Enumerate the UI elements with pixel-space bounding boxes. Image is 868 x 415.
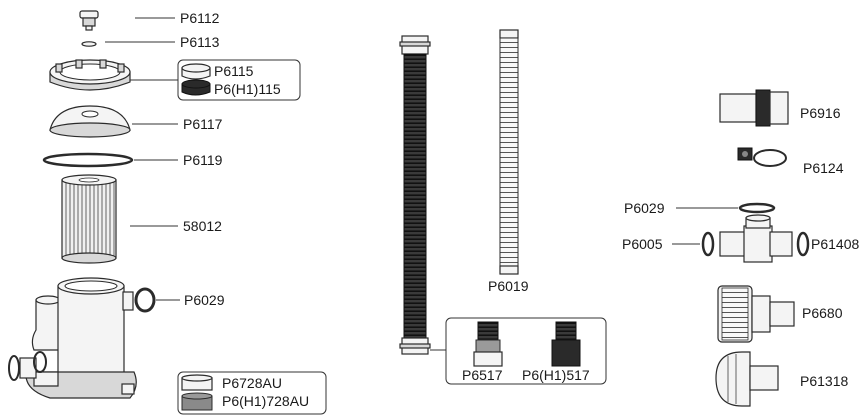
label-p6680: P6680 bbox=[802, 305, 843, 321]
pump-housing-part bbox=[8, 277, 137, 399]
filter-cartridge-part bbox=[61, 174, 117, 264]
lid-part bbox=[49, 105, 131, 138]
label-p6119: P6119 bbox=[183, 152, 223, 168]
t-fitting-part bbox=[701, 214, 810, 263]
label-p6115: P6115 bbox=[214, 63, 254, 79]
lid-o-ring-part bbox=[42, 152, 134, 168]
hose-assembly-part bbox=[399, 35, 431, 355]
hose-clamp-part bbox=[737, 147, 787, 167]
label-p61318: P61318 bbox=[800, 373, 848, 389]
label-p6517: P6517 bbox=[462, 367, 503, 383]
label-p6728au: P6728AU bbox=[222, 375, 282, 391]
plunger-valve-part bbox=[717, 285, 795, 343]
air-release-valve-part bbox=[79, 10, 99, 31]
hose-adapter-part bbox=[719, 89, 789, 127]
hose-variants-box bbox=[445, 317, 607, 385]
label-p6029-left: P6029 bbox=[184, 292, 225, 308]
lid-nut-variant-light bbox=[181, 63, 211, 80]
hose-part bbox=[499, 29, 519, 275]
hose-variant-dark bbox=[551, 321, 581, 367]
lid-nut-part bbox=[49, 59, 131, 91]
label-p61408: P61408 bbox=[811, 236, 859, 252]
label-p6916: P6916 bbox=[800, 105, 841, 121]
label-p6005: P6005 bbox=[622, 236, 663, 252]
hose-o-ring-part-left bbox=[134, 287, 156, 313]
lid-nut-variant-dark bbox=[181, 79, 211, 96]
label-p6h1-517: P6(H1)517 bbox=[522, 367, 590, 383]
strainer-connector-part bbox=[715, 351, 779, 407]
label-p6117: P6117 bbox=[183, 116, 223, 132]
hose-o-ring-part-right bbox=[738, 202, 776, 214]
plug-variant-dark bbox=[181, 392, 213, 411]
label-p6113: P6113 bbox=[180, 34, 220, 50]
label-58012: 58012 bbox=[183, 218, 222, 234]
label-p6124: P6124 bbox=[803, 160, 844, 176]
lid-nut-variants-box bbox=[177, 59, 301, 101]
plug-variant-light bbox=[181, 374, 213, 391]
label-p6h1-115: P6(H1)115 bbox=[214, 81, 281, 97]
valve-o-ring-part bbox=[81, 41, 97, 47]
hose-variant-light bbox=[473, 321, 503, 367]
label-p6h1-728au: P6(H1)728AU bbox=[222, 393, 309, 409]
label-p6112: P6112 bbox=[180, 10, 220, 26]
label-p6019: P6019 bbox=[488, 278, 529, 294]
label-p6029-right: P6029 bbox=[624, 200, 665, 216]
plug-variants-box bbox=[177, 371, 327, 415]
